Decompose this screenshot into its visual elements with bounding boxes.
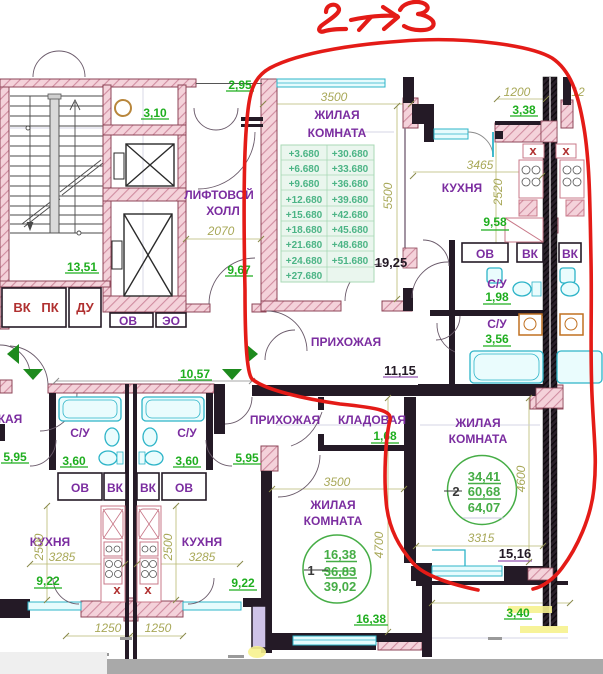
svg-text:3465: 3465	[467, 158, 494, 172]
svg-text:ДУ: ДУ	[76, 300, 94, 315]
svg-text:3285: 3285	[49, 550, 76, 564]
svg-text:КЛАДОВАЯ: КЛАДОВАЯ	[338, 413, 406, 427]
svg-text:1,98: 1,98	[485, 290, 509, 304]
svg-text:1: 1	[307, 563, 314, 578]
svg-text:11,15: 11,15	[384, 363, 416, 378]
svg-text:1250: 1250	[95, 621, 122, 635]
svg-text:16,38: 16,38	[356, 612, 386, 626]
svg-text:х: х	[529, 143, 537, 158]
svg-text:+36.680: +36.680	[332, 179, 369, 190]
svg-text:ВК: ВК	[140, 481, 157, 495]
svg-text:+51.680: +51.680	[332, 256, 369, 267]
svg-text:х: х	[562, 143, 570, 158]
svg-text:С/У: С/У	[487, 277, 507, 291]
svg-text:9,67: 9,67	[227, 263, 251, 277]
svg-text:64,07: 64,07	[468, 500, 501, 515]
svg-text:+33.680: +33.680	[332, 164, 369, 175]
svg-text:60,68: 60,68	[468, 484, 501, 499]
svg-text:3,60: 3,60	[62, 454, 86, 468]
svg-text:С/У: С/У	[177, 426, 197, 440]
svg-text:ОВ: ОВ	[71, 481, 89, 495]
svg-text:4600: 4600	[514, 465, 528, 492]
svg-text:2520: 2520	[491, 178, 505, 206]
svg-text:ПРИХОЖАЯ: ПРИХОЖАЯ	[250, 413, 320, 427]
svg-text:ЖИЛАЯ: ЖИЛАЯ	[454, 416, 500, 430]
svg-text:ЖИЛАЯ: ЖИЛАЯ	[309, 498, 355, 512]
svg-text:10,57: 10,57	[180, 367, 210, 381]
svg-text:КОМНАТА: КОМНАТА	[304, 514, 363, 528]
svg-text:С/У: С/У	[487, 317, 507, 331]
svg-text:+24.680: +24.680	[286, 256, 323, 267]
svg-text:5500: 5500	[381, 182, 395, 209]
svg-text:ХОЛЛ: ХОЛЛ	[206, 204, 240, 218]
svg-text:+42.680: +42.680	[332, 210, 369, 221]
svg-text:3,60: 3,60	[175, 454, 199, 468]
svg-text:5,95: 5,95	[3, 450, 27, 464]
svg-text:ПРИХОЖАЯ: ПРИХОЖАЯ	[311, 335, 381, 349]
svg-text:КУХНЯ: КУХНЯ	[442, 181, 482, 195]
svg-text:9,22: 9,22	[231, 576, 255, 590]
svg-text:3,38: 3,38	[512, 103, 536, 117]
svg-text:3,40: 3,40	[506, 606, 530, 620]
svg-text:13,51: 13,51	[67, 260, 97, 274]
svg-text:2500: 2500	[32, 533, 46, 561]
svg-text:1200: 1200	[504, 85, 531, 99]
svg-text:2,95: 2,95	[228, 78, 252, 92]
svg-text:ВК: ВК	[522, 247, 539, 261]
svg-text:3500: 3500	[321, 90, 348, 104]
svg-text:+27.680: +27.680	[286, 271, 323, 282]
svg-text:34,41: 34,41	[468, 469, 501, 484]
svg-text:ЭО: ЭО	[162, 314, 180, 328]
svg-text:+18.680: +18.680	[286, 225, 323, 236]
svg-text:9,58: 9,58	[483, 215, 507, 229]
svg-text:КУХНЯ: КУХНЯ	[30, 535, 70, 549]
svg-text:ПК: ПК	[41, 300, 58, 315]
svg-text:+45.680: +45.680	[332, 225, 369, 236]
svg-text:3315: 3315	[468, 531, 495, 545]
svg-text:+15.680: +15.680	[286, 210, 323, 221]
svg-text:ОВ: ОВ	[119, 314, 137, 328]
svg-text:4700: 4700	[372, 531, 386, 558]
svg-text:3,56: 3,56	[485, 332, 509, 346]
svg-text:1250: 1250	[145, 621, 172, 635]
svg-text:2500: 2500	[161, 533, 175, 561]
svg-text:ЛИФТОВОЙ: ЛИФТОВОЙ	[184, 187, 254, 202]
svg-text:ОВ: ОВ	[476, 247, 494, 261]
svg-text:ВК: ВК	[107, 481, 124, 495]
svg-text:х: х	[144, 582, 152, 597]
svg-text:5,95: 5,95	[235, 451, 259, 465]
svg-text:х: х	[113, 582, 121, 597]
svg-text:3500: 3500	[324, 475, 351, 489]
svg-text:+39.680: +39.680	[332, 195, 369, 206]
svg-text:+6.680: +6.680	[289, 164, 320, 175]
svg-text:19,25: 19,25	[375, 255, 408, 270]
svg-text:+48.680: +48.680	[332, 240, 369, 251]
svg-text:+9.680: +9.680	[289, 179, 320, 190]
svg-text:+3.680: +3.680	[289, 149, 320, 160]
svg-text:КАЯ: КАЯ	[0, 412, 22, 426]
svg-text:+21.680: +21.680	[286, 240, 323, 251]
svg-text:+12.680: +12.680	[286, 195, 323, 206]
svg-text:2070: 2070	[207, 224, 235, 238]
svg-text:КОМНАТА: КОМНАТА	[449, 432, 508, 446]
svg-text:16,38: 16,38	[324, 547, 357, 562]
svg-text:КОМНАТА: КОМНАТА	[308, 126, 367, 140]
svg-text:2: 2	[452, 484, 459, 499]
svg-text:ВК: ВК	[13, 300, 30, 315]
svg-text:ЖИЛАЯ: ЖИЛАЯ	[313, 108, 359, 122]
svg-text:ОВ: ОВ	[175, 481, 193, 495]
svg-text:КУХНЯ: КУХНЯ	[182, 535, 222, 549]
svg-text:15,16: 15,16	[499, 546, 532, 561]
svg-text:С/У: С/У	[70, 426, 90, 440]
svg-text:39,02: 39,02	[324, 579, 357, 594]
svg-text:3285: 3285	[189, 550, 216, 564]
svg-text:ВК: ВК	[562, 247, 579, 261]
svg-text:9,22: 9,22	[36, 574, 60, 588]
svg-text:1,68: 1,68	[373, 429, 397, 443]
svg-text:+30.680: +30.680	[332, 149, 369, 160]
svg-text:3,10: 3,10	[143, 106, 167, 120]
